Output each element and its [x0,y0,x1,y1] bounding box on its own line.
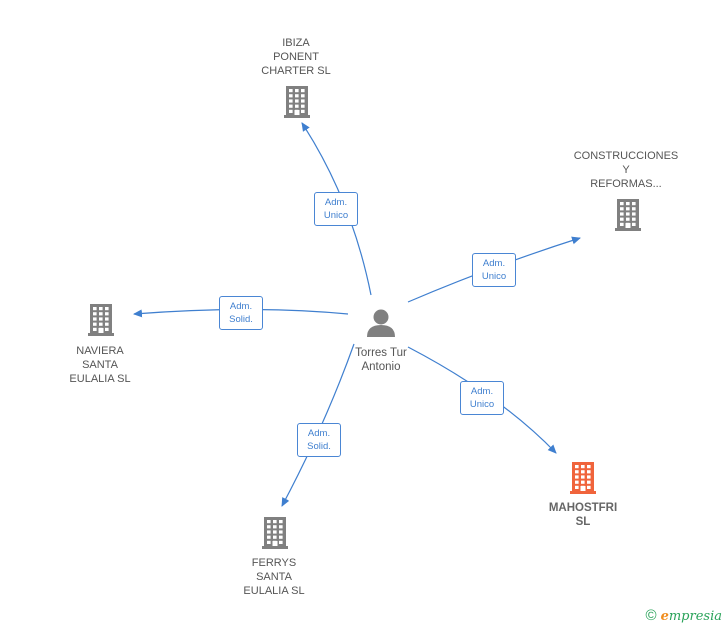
company-label-naviera-line: SANTA [82,359,118,371]
edge-label-line: Adm. [482,258,506,269]
company-label-mahostfri: MAHOSTFRI SL [508,501,658,529]
company-label-ibiza-line: IBIZA [282,37,310,49]
company-label-mahostfri-line: SL [575,516,591,528]
edge-label-line: Solid. [307,441,331,452]
company-label-ferrys-line: EULALIA SL [243,585,305,597]
edge-label-ibiza[interactable]: Adm. Unico [314,192,358,226]
building-icon [570,462,596,494]
brand-initial: e [660,609,669,624]
company-label-ibiza-line: CHARTER SL [261,65,331,77]
edge-label-naviera[interactable]: Adm. Solid. [219,296,263,330]
edge-label-line: Adm. [324,197,348,208]
company-label-naviera-line: NAVIERA [76,345,124,357]
building-icon [262,517,288,549]
edge-label-line: Unico [323,210,349,221]
brand-footer: ©empresia [646,607,722,624]
company-label-ibiza: IBIZA PONENT CHARTER SL [221,36,371,78]
person-label-line: Antonio [361,361,401,373]
edge-label-line: Unico [481,271,507,282]
company-label-construcciones: CONSTRUCCIONES Y REFORMAS... [551,149,701,191]
company-label-naviera: NAVIERA SANTA EULALIA SL [25,344,175,386]
company-label-mahostfri-line: MAHOSTFRI [548,502,618,514]
company-label-naviera-line: EULALIA SL [69,373,131,385]
edge-label-line: Adm. [470,386,494,397]
edge-label-line: Adm. [229,301,253,312]
building-icon [88,304,114,336]
company-label-ferrys-line: SANTA [256,571,292,583]
company-label-ferrys-line: FERRYS [251,557,297,569]
building-icon [615,199,641,231]
person-label-line: Torres Tur [355,347,407,359]
person-icon [367,309,395,337]
company-label-construcciones-line: REFORMAS... [590,178,662,190]
edge-label-construcciones[interactable]: Adm. Unico [472,253,516,287]
copyright-symbol: © [645,607,657,624]
edge-label-line: Solid. [229,314,253,325]
edge-label-ferrys[interactable]: Adm. Solid. [297,423,341,457]
company-label-construcciones-line: CONSTRUCCIONES [573,150,679,162]
brand-name: mpresia [668,609,722,624]
edge-label-line: Unico [469,399,495,410]
company-label-ibiza-line: PONENT [273,51,319,63]
company-label-ferrys: FERRYS SANTA EULALIA SL [199,556,349,598]
company-label-construcciones-line: Y [622,164,630,176]
building-icon [284,86,310,118]
edge-label-line: Adm. [307,428,331,439]
edge-label-mahostfri[interactable]: Adm. Unico [460,381,504,415]
